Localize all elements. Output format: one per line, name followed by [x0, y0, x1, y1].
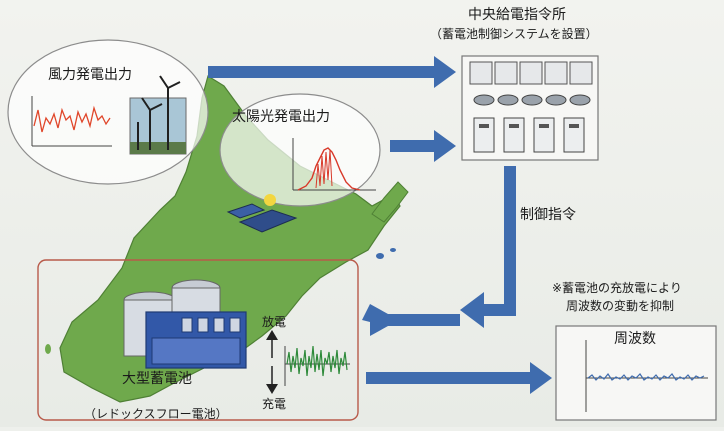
wind-output-label: 風力発電出力	[48, 67, 132, 83]
island	[376, 253, 384, 259]
note-line-1: ※蓄電池の充放電により	[552, 281, 682, 295]
note-line-2: 周波数の変動を抑制	[566, 299, 675, 313]
arrow-solar-to-center	[390, 130, 456, 162]
frequency-trace	[587, 372, 705, 381]
solar-output-spikes	[315, 149, 333, 189]
charge-label: 充電	[262, 397, 287, 411]
frequency-label: 周波数	[614, 331, 656, 347]
battery-output-trace	[286, 345, 348, 377]
flow-arrows	[208, 56, 552, 394]
battery-facility-illustration	[123, 279, 247, 369]
wind-turbine-ground	[130, 142, 186, 154]
battery-subtitle: （レドックスフロー電池）	[84, 407, 228, 421]
discharge-arrowhead	[266, 330, 278, 340]
dispatch-center-title: 中央給電指令所	[468, 7, 566, 23]
arrow-center-down	[460, 166, 516, 328]
solar-output-trace	[297, 147, 361, 191]
frequency-panel	[555, 325, 717, 421]
arrow-battery-to-frequency	[366, 362, 552, 394]
island	[45, 344, 51, 354]
charge-arrowhead	[266, 384, 278, 394]
battery-area-frame	[37, 259, 359, 421]
wind-turbine-icon	[137, 75, 181, 150]
wind-output-trace	[33, 105, 111, 133]
island	[390, 248, 396, 252]
discharge-label: 放電	[262, 315, 287, 329]
solar-panel-icon	[226, 194, 298, 233]
arrow-wind-to-center	[208, 56, 456, 88]
battery-title: 大型蓄電池	[122, 371, 192, 387]
solar-output-bubble	[219, 93, 381, 207]
dispatch-center-subtitle: （蓄電池制御システムを設置）	[430, 27, 598, 41]
server-cabinet-indicators	[479, 124, 579, 128]
operator-desks	[473, 94, 591, 106]
arrow-to-battery	[362, 304, 460, 336]
shiretoko-peninsula	[371, 181, 409, 223]
solar-output-label: 太陽光発電出力	[232, 109, 330, 125]
control-command-label: 制御指令	[520, 207, 576, 223]
control-room-monitors	[469, 61, 593, 85]
